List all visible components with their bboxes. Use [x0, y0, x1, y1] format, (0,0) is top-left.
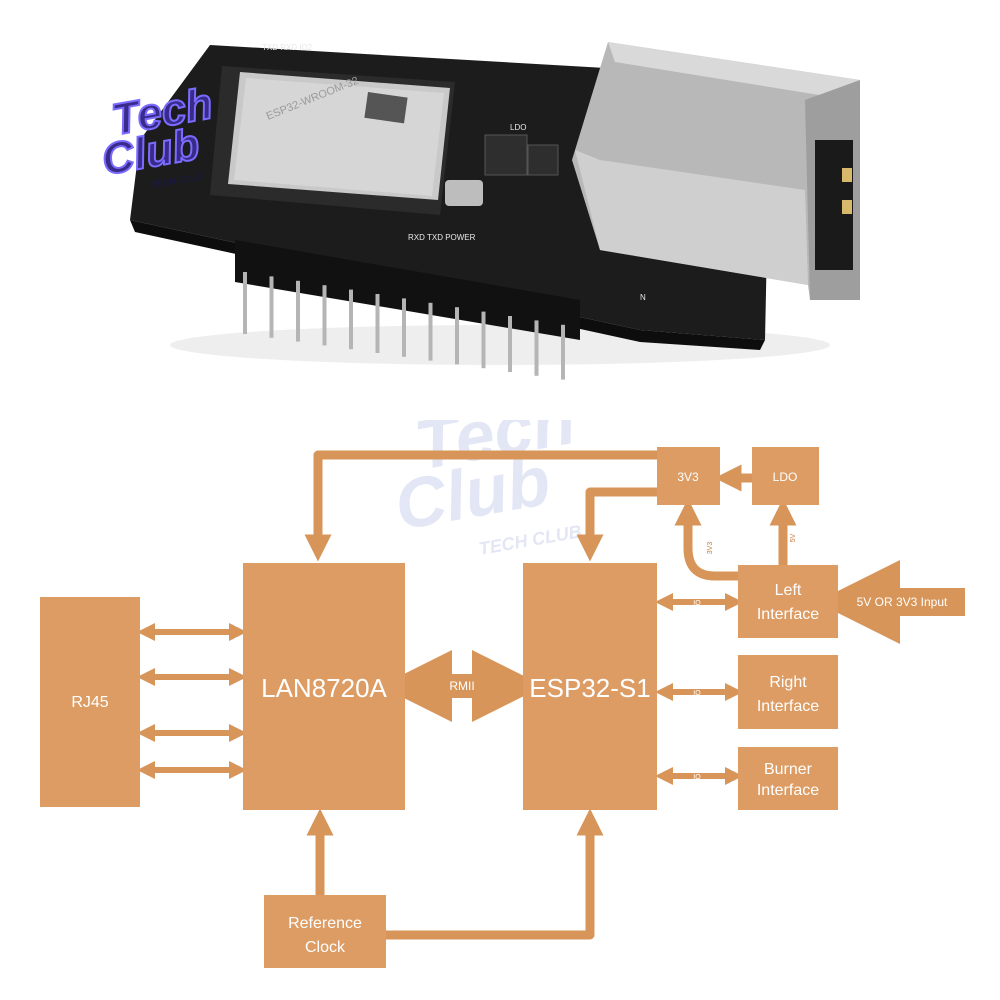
silk-mid: RXD TXD POWER: [408, 233, 476, 242]
silk-top: TXD RXD IO2: [262, 43, 313, 52]
label-right-2: Interface: [757, 698, 819, 715]
block-diagram: Tech Club TECH CLUB: [40, 420, 965, 968]
header-pin: [561, 324, 565, 380]
crystal: [445, 180, 483, 206]
label-rxp: RXP: [183, 725, 198, 732]
label-rj45: RJ45: [71, 694, 108, 711]
wire-3v3-esp32: [576, 487, 660, 562]
wire-left-3v3: [674, 498, 738, 581]
header-pin: [375, 294, 380, 353]
label-left-2: Interface: [757, 606, 819, 623]
label-clock-2: Clock: [305, 939, 346, 956]
label-io-left: IO: [693, 600, 701, 607]
header-pin: [534, 320, 539, 376]
header-pin: [243, 272, 247, 334]
header-pin: [428, 302, 433, 361]
label-3v3-side: 3V3: [707, 542, 714, 555]
header-pin: [349, 289, 353, 350]
label-esp32: ESP32-S1: [529, 673, 650, 703]
label-lan8720a: LAN8720A: [261, 673, 387, 703]
label-burner-1: Burner: [764, 761, 813, 778]
label-burner-2: Interface: [757, 782, 819, 799]
board-photo: ESP32-WROOM-32 TXD RXD IO2 RXD TXD POWER…: [97, 42, 860, 380]
label-clock-1: Reference: [288, 915, 362, 932]
label-left-1: Left: [775, 582, 802, 599]
label-rxn: RXN: [183, 762, 198, 769]
block-reference-clock: [264, 895, 386, 968]
header-pin: [322, 285, 327, 346]
wire-clock-esp32: [386, 808, 604, 940]
block-right-interface: [738, 655, 838, 729]
label-ldo: LDO: [773, 470, 798, 484]
label-rmii: RMII: [449, 679, 474, 693]
esp32-module: ESP32-WROOM-32: [210, 66, 455, 215]
header-pin: [455, 307, 459, 365]
label-input: 5V OR 3V3 Input: [857, 595, 948, 609]
silk-n: N: [640, 293, 646, 302]
label-io-burner: IO: [693, 774, 701, 781]
wire-3v3-lan: [304, 450, 660, 562]
label-txn: TXN: [183, 669, 197, 676]
header-pin: [269, 276, 274, 338]
header-pin: [508, 316, 512, 372]
block-burner-interface: [738, 747, 838, 810]
header-pin: [481, 311, 486, 369]
block-3v3: [657, 447, 720, 505]
header-pin: [296, 280, 300, 342]
label-5v-side: 5V: [790, 533, 797, 542]
label-right-1: Right: [769, 674, 807, 691]
label-3v3: 3V3: [677, 470, 699, 484]
pin-header: [235, 240, 580, 380]
block-ldo: [752, 447, 819, 505]
block-lan8720a: [243, 563, 405, 810]
silk-ldo: LDO: [510, 123, 526, 132]
chip-regulator: [527, 144, 559, 176]
block-left-interface: [738, 565, 838, 638]
header-pin: [402, 298, 406, 357]
label-txp: TXP: [183, 624, 197, 631]
rj45-jack: [572, 42, 860, 300]
label-io-right: IO: [693, 690, 701, 697]
block-esp32: [523, 563, 657, 810]
block-rj45: [40, 597, 140, 807]
watermark-center: Tech Club TECH CLUB: [389, 420, 583, 559]
chip-lan8720: [484, 134, 528, 176]
